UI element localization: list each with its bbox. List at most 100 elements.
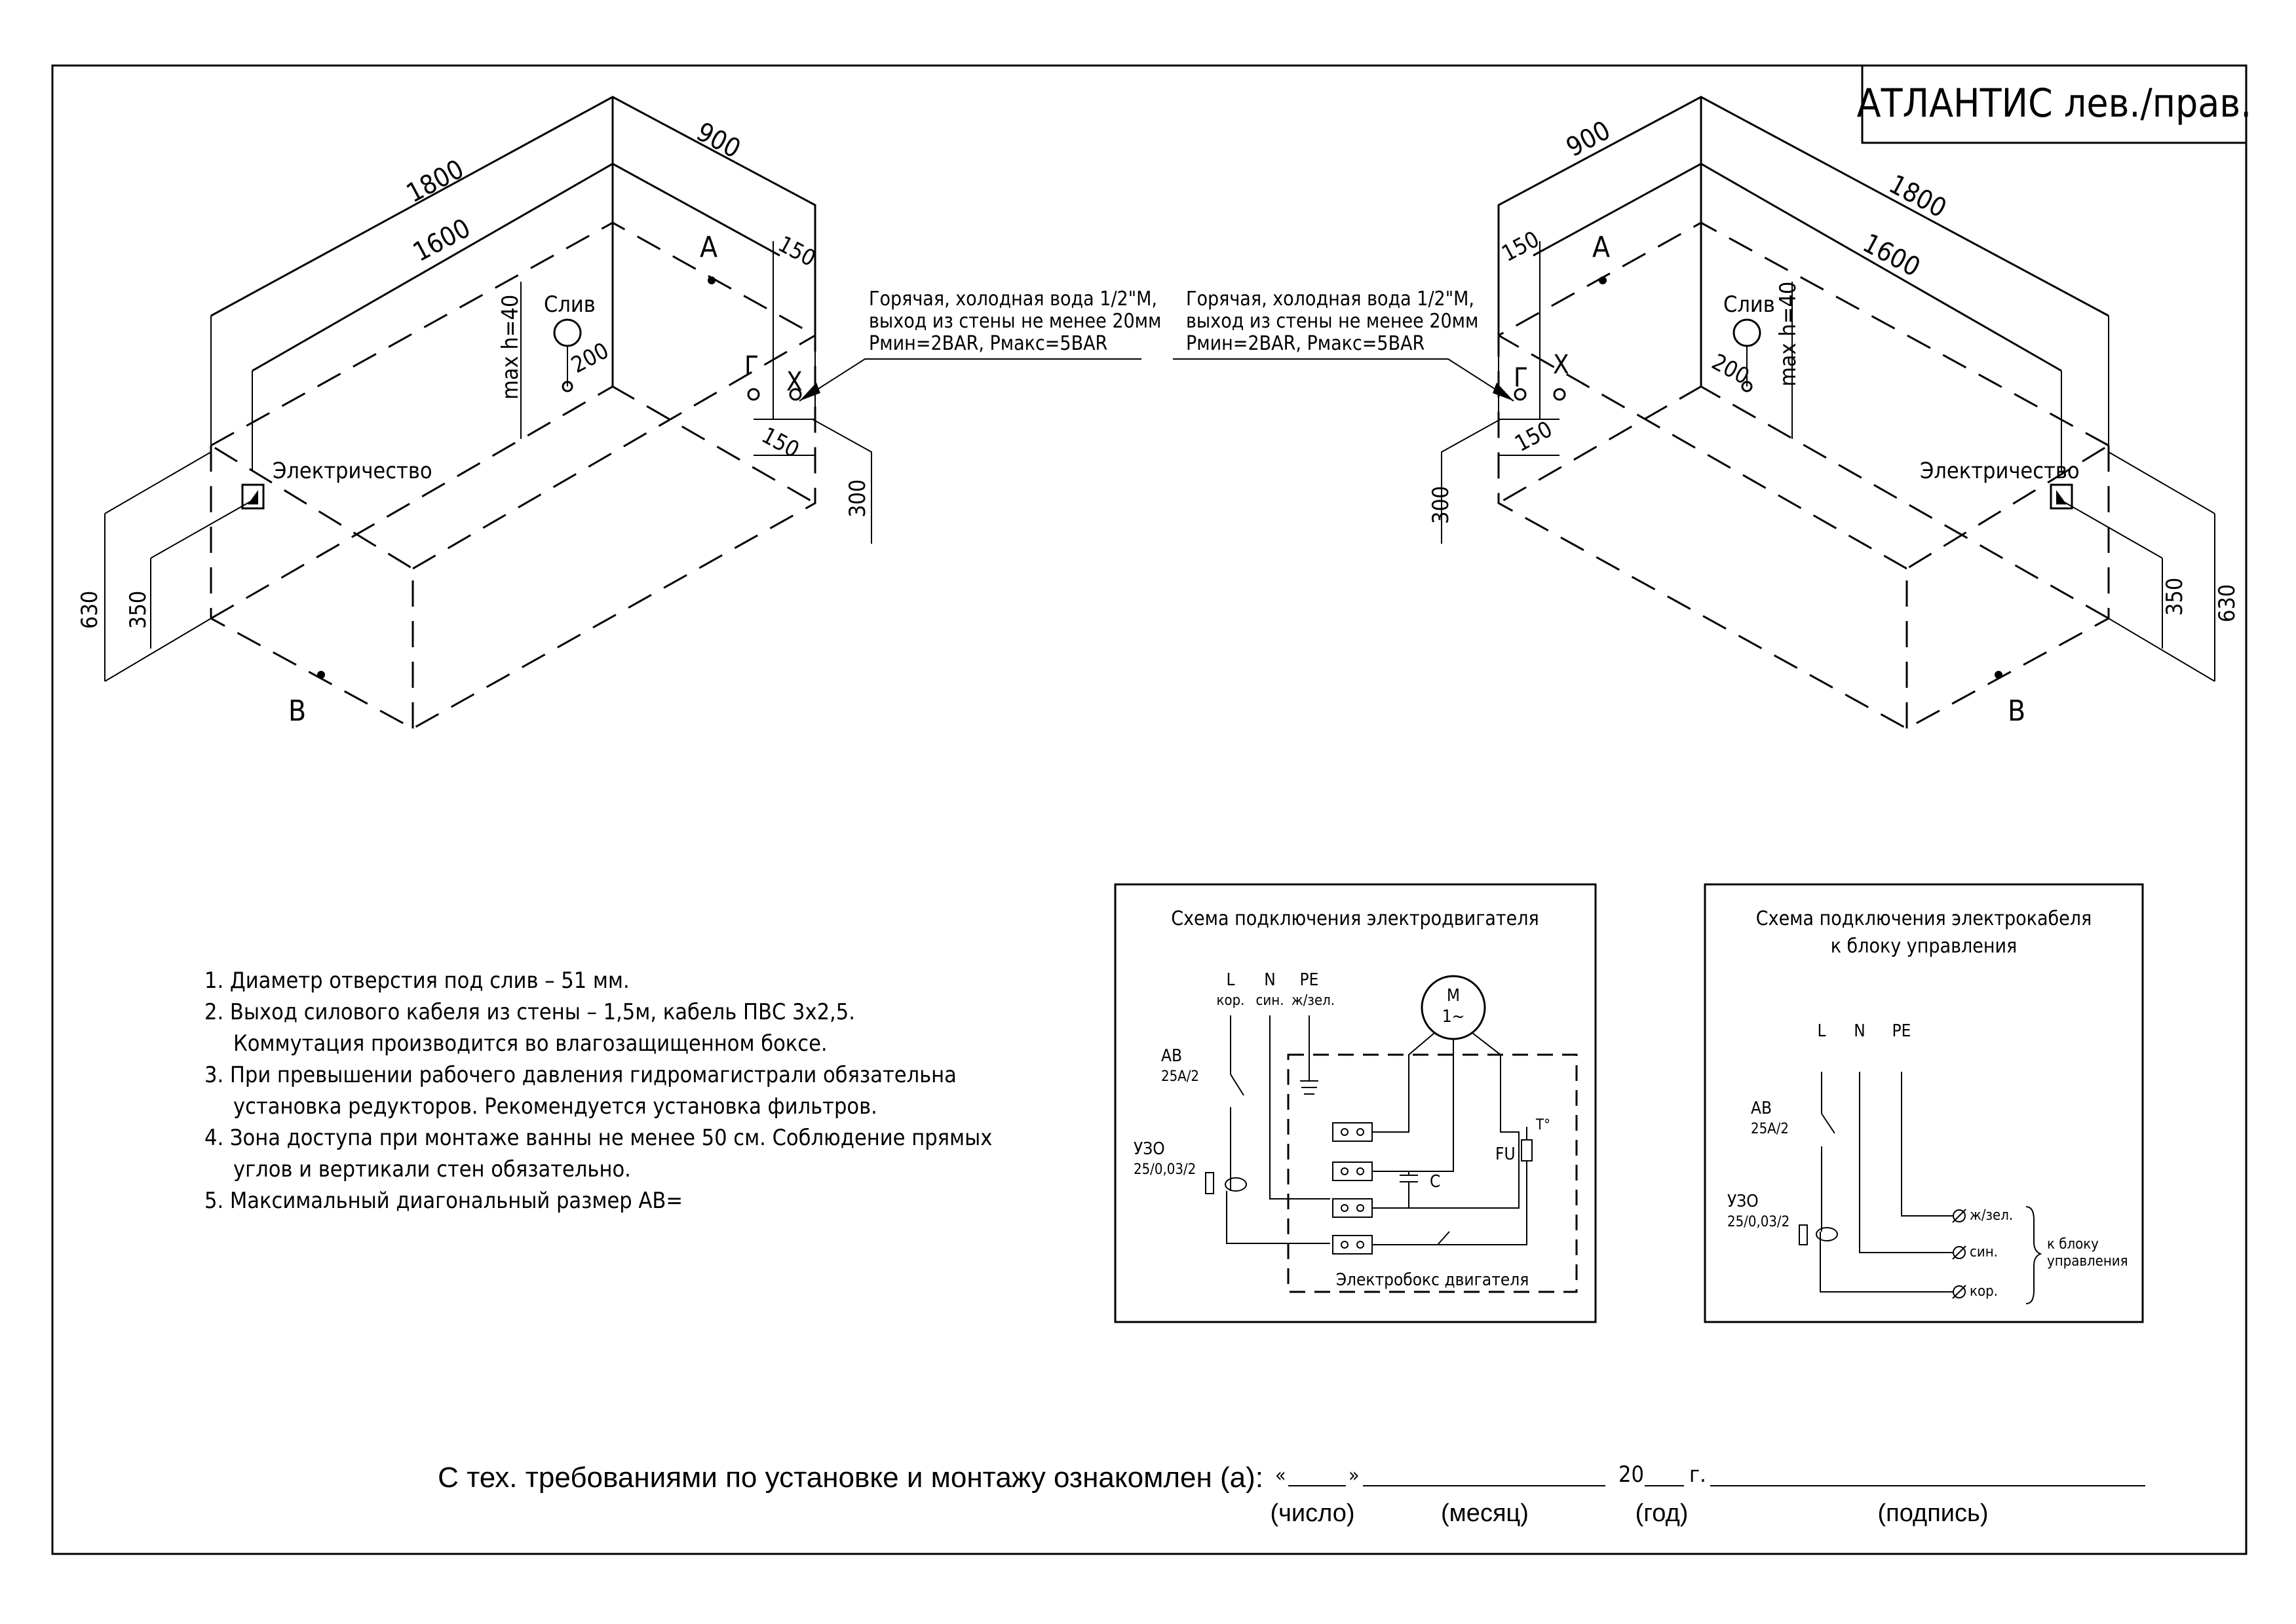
- point-a-marker: [708, 276, 716, 284]
- drain-icon: [1732, 318, 1761, 347]
- dim-630-right: 630: [2214, 584, 2240, 622]
- t-label: T°: [1535, 1117, 1550, 1133]
- cable-scheme-title-1: Схема подключения электрокабеля: [1756, 907, 2092, 930]
- motor-pe-sub: ж/зел.: [1292, 992, 1335, 1009]
- year-prefix: 20: [1618, 1462, 1644, 1488]
- fu-label: FU: [1495, 1144, 1516, 1164]
- note-4: 4. Зона доступа при монтаже ванны не мен…: [204, 1125, 992, 1151]
- dim-150-top-right: 150: [1497, 226, 1543, 267]
- cable-n-label: N: [1854, 1021, 1866, 1041]
- cable-wiring-scheme: Схема подключения электрокабеля к блоку …: [1704, 883, 2144, 1323]
- dim-maxh-left: max h=40: [497, 295, 524, 400]
- electric-outlet-icon: [2050, 483, 2073, 510]
- point-b-marker: [1995, 671, 2002, 679]
- drain-label-right: Слив: [1723, 292, 1775, 318]
- point-b-marker: [317, 671, 325, 679]
- day-caption: (число): [1270, 1500, 1354, 1527]
- dim-150-top-left: 150: [774, 231, 820, 273]
- motor-l-label: L: [1226, 970, 1234, 990]
- water-note-left-2: выход из стены не менее 20мм: [869, 310, 1161, 333]
- cable-scheme-title-2: к блоку управления: [1831, 935, 2018, 958]
- dim-1800-left: 1800: [402, 154, 469, 209]
- to-block-label-2: управления: [2047, 1253, 2128, 1270]
- drain-label-left: Слив: [544, 292, 596, 318]
- dim-300-left: 300: [845, 480, 871, 518]
- year-suffix: г.: [1689, 1462, 1706, 1488]
- wire-n-label: син.: [1970, 1244, 1998, 1260]
- sheet-frame: [51, 64, 2248, 1555]
- terminal-l-icon: [1953, 1285, 1966, 1298]
- wire-l-label: кор.: [1970, 1283, 1998, 1300]
- electricity-label-left: Электричество: [273, 458, 432, 484]
- signature-block: С тех. требованиями по установке и монта…: [438, 1462, 2145, 1527]
- motor-scheme-title: Схема подключения электродвигателя: [1171, 907, 1539, 930]
- cable-ab-label: АВ: [1751, 1099, 1772, 1118]
- to-block-label-1: к блоку: [2047, 1236, 2099, 1253]
- notes-list: 1. Диаметр отверстия под слив – 51 мм. 2…: [204, 968, 992, 1214]
- motor-uzo-label: УЗО: [1134, 1139, 1165, 1159]
- water-note-right-2: выход из стены не менее 20мм: [1186, 310, 1478, 333]
- motor-n-sub: син.: [1256, 992, 1284, 1009]
- terminal-2: [1332, 1161, 1373, 1181]
- point-b-label-right: В: [2008, 694, 2025, 728]
- dim-1600-left: 1600: [408, 213, 475, 268]
- terminal-n-icon: [1953, 1246, 1966, 1259]
- terminal-3: [1332, 1198, 1373, 1218]
- water-inlet-icon: [1514, 388, 1527, 401]
- motor-electrobox: [1287, 1053, 1578, 1293]
- water-note-right-3: Рмин=2BAR, Рмакс=5BAR: [1186, 332, 1425, 355]
- motor-uzo-rating: 25/0,03/2: [1134, 1161, 1196, 1178]
- hot-label-left: Г: [744, 351, 759, 381]
- dim-630-left: 630: [77, 591, 103, 629]
- left-iso-view: 1800 1600 900 150 150 200 300 630 350 ma…: [77, 96, 1161, 730]
- water-note-right-1: Горячая, холодная вода 1/2"М,: [1186, 288, 1474, 311]
- dim-1800-right: 1800: [1884, 169, 1951, 224]
- cable-l-label: L: [1817, 1021, 1826, 1041]
- water-note-left-3: Рмин=2BAR, Рмакс=5BAR: [869, 332, 1107, 355]
- terminal-pe-icon: [1953, 1209, 1966, 1222]
- dim-maxh-right: max h=40: [1775, 282, 1801, 387]
- hot-label-right: Г: [1514, 363, 1528, 393]
- dim-350-right: 350: [2162, 578, 2188, 616]
- signature-caption: (подпись): [1878, 1500, 1989, 1527]
- wire-pe-label: ж/зел.: [1970, 1207, 2013, 1224]
- point-a-label-right: А: [1592, 231, 1610, 264]
- cold-label-right: Х: [1553, 350, 1569, 380]
- motor-m-label: М: [1447, 986, 1460, 1006]
- point-a-label-left: А: [700, 231, 718, 264]
- cable-ab-rating: 25А/2: [1751, 1121, 1789, 1137]
- motor-ab-label: АВ: [1161, 1046, 1182, 1066]
- electrobox-label: Электробокс двигателя: [1336, 1270, 1529, 1290]
- right-iso-view: 1800 1600 900 150 150 200 300 630 350 ma…: [1173, 96, 2240, 730]
- motor-phase-label: 1~: [1442, 1007, 1464, 1027]
- note-2: 2. Выход силового кабеля из стены – 1,5м…: [204, 999, 855, 1025]
- note-1: 1. Диаметр отверстия под слив – 51 мм.: [204, 968, 630, 994]
- cable-pe-label: PE: [1892, 1021, 1911, 1041]
- terminal-1: [1332, 1122, 1373, 1142]
- motor-wiring-scheme: Схема подключения электродвигателя Элект…: [1114, 883, 1597, 1323]
- point-b-label-left: В: [288, 694, 306, 728]
- motor-pe-label: PE: [1300, 970, 1319, 990]
- dim-150-bottom-right: 150: [1510, 416, 1556, 457]
- note-4-cont: углов и вертикали стен обязательно.: [233, 1156, 631, 1182]
- note-2-cont: Коммутация производится во влагозащищенн…: [233, 1030, 828, 1057]
- title-block: АТЛАНТИС лев./прав.: [1857, 66, 2251, 144]
- dim-900-right: 900: [1561, 115, 1615, 163]
- dim-900-left: 900: [691, 117, 745, 164]
- drain-icon: [553, 318, 582, 347]
- note-3: 3. При превышении рабочего давления гидр…: [204, 1062, 957, 1088]
- year-caption: (год): [1636, 1500, 1689, 1527]
- electric-outlet-icon: [241, 483, 265, 510]
- motor-n-label: N: [1264, 970, 1276, 990]
- electricity-label-right: Электричество: [1920, 458, 2080, 484]
- note-3-cont: установка редукторов. Рекомендуется уста…: [233, 1093, 877, 1120]
- fuse-icon: [1521, 1139, 1533, 1161]
- motor-l-sub: кор.: [1217, 992, 1245, 1009]
- dim-1600-right: 1600: [1858, 228, 1924, 283]
- quote-open: «: [1275, 1464, 1286, 1487]
- cable-uzo-rating: 25/0,03/2: [1727, 1214, 1789, 1230]
- quote-close: »: [1349, 1464, 1360, 1487]
- cold-label-left: Х: [786, 367, 803, 397]
- cable-uzo-label: УЗО: [1727, 1192, 1759, 1211]
